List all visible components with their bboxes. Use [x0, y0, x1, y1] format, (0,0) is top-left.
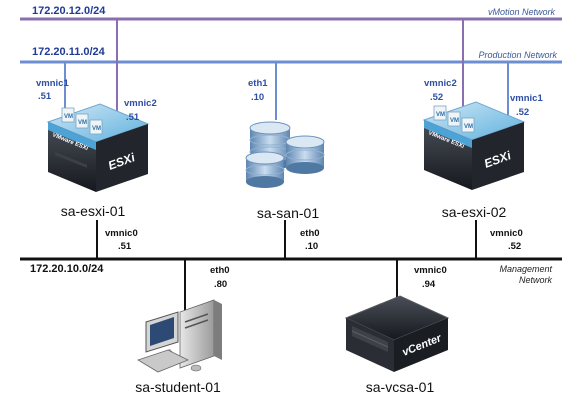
san01-nic-name: eth1	[248, 78, 268, 89]
vm-label: VM	[78, 120, 87, 126]
esxi02-mgmt-nic-name: vmnic0	[490, 228, 523, 239]
esxi-server-icon: VM VM VM VMware ESXi ESXi	[46, 103, 150, 192]
production-network-name: Production Network	[478, 50, 557, 60]
management-network: 172.20.10.0/24 Management Network	[20, 257, 562, 285]
vm-label: VM	[64, 114, 73, 120]
vcsa01-hostname: sa-vcsa-01	[366, 379, 435, 395]
vmotion-subnet-label: 172.20.12.0/24	[32, 5, 106, 17]
management-network-name-line2: Network	[519, 275, 553, 285]
esxi01-nic-b-ip: .51	[126, 112, 140, 123]
student-workstation[interactable]: eth0 .80 sa-student-01	[135, 265, 229, 395]
esxi02-nic-b-name: vmnic1	[510, 93, 543, 104]
vcsa01-nic-name: vmnic0	[414, 265, 447, 276]
vcenter-appliance-icon: vCenter	[344, 295, 450, 372]
vcsa01-nic-ip: .94	[422, 279, 436, 290]
desktop-computer-icon	[137, 299, 222, 373]
production-subnet-label: 172.20.11.0/24	[32, 46, 106, 58]
esxi01-nic-b-name: vmnic2	[124, 98, 157, 109]
vm-label: VM	[436, 112, 445, 118]
student01-hostname: sa-student-01	[135, 379, 221, 395]
esxi02-hostname: sa-esxi-02	[442, 204, 507, 220]
esxi-server-icon: VM VM VM VMware ESXi ESXi	[422, 101, 526, 190]
vmotion-network: 172.20.12.0/24 vMotion Network	[20, 5, 562, 21]
esxi01-mgmt-nic-ip: .51	[118, 241, 132, 252]
vm-label: VM	[464, 124, 473, 130]
esxi-host-01[interactable]: VM VM VM VMware ESXi ESXi vmnic1 .51 vmn…	[36, 78, 157, 252]
esxi01-nic-a-name: vmnic1	[36, 78, 69, 89]
vm-label: VM	[450, 118, 459, 124]
production-network: 172.20.11.0/24 Production Network	[20, 46, 562, 64]
san01-mgmt-nic-name: eth0	[300, 228, 320, 239]
esxi02-nic-b-ip: .52	[516, 107, 529, 118]
management-network-name: Management	[499, 264, 552, 274]
esxi-host-02[interactable]: VM VM VM VMware ESXi ESXi vmnic2 .52 vmn…	[422, 78, 543, 252]
san01-hostname: sa-san-01	[257, 205, 319, 221]
esxi01-hostname: sa-esxi-01	[61, 203, 126, 219]
student01-nic-ip: .80	[214, 279, 227, 290]
esxi01-nic-a-ip: .51	[38, 91, 52, 102]
esxi02-nic-a-name: vmnic2	[424, 78, 457, 89]
student01-nic-name: eth0	[210, 265, 230, 276]
vmotion-network-name: vMotion Network	[488, 7, 556, 17]
storage-disks-icon	[245, 121, 325, 188]
san01-mgmt-nic-ip: .10	[305, 241, 318, 252]
esxi02-nic-a-ip: .52	[430, 92, 443, 103]
vm-label: VM	[92, 126, 101, 132]
esxi02-mgmt-nic-ip: .52	[508, 241, 521, 252]
san-host[interactable]: eth1 .10 sa-san-01 eth0 .10	[245, 78, 325, 252]
connection-lines	[64, 19, 509, 318]
management-subnet-label: 172.20.10.0/24	[30, 263, 104, 275]
san01-nic-ip: .10	[251, 92, 264, 103]
esxi01-mgmt-nic-name: vmnic0	[105, 228, 138, 239]
vcsa-appliance[interactable]: vCenter vmnic0 .94 sa-vcsa-01	[344, 265, 450, 395]
